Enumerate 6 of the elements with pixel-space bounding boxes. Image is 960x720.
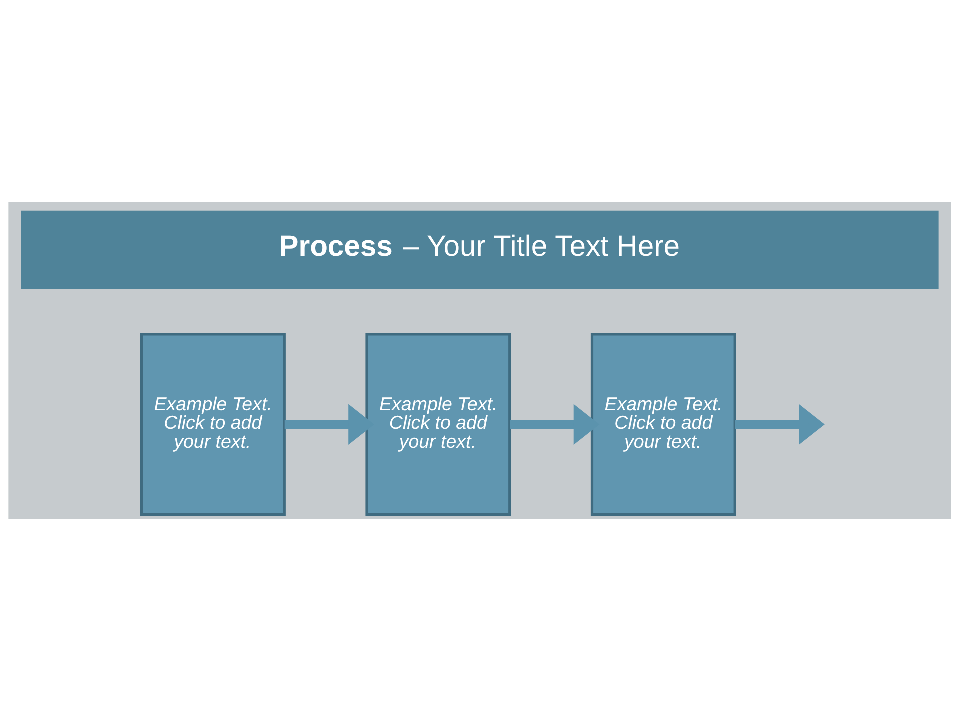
node-box: Example Text. Click to add your text. xyxy=(590,332,736,516)
diagram-title: Process – Your Title Text Here xyxy=(279,230,680,263)
arrow xyxy=(284,404,374,444)
node-box: Example Text. Click to add your text. xyxy=(366,332,512,516)
arrow xyxy=(735,404,825,444)
node-box: Example Text. Click to add your text. xyxy=(140,332,286,516)
